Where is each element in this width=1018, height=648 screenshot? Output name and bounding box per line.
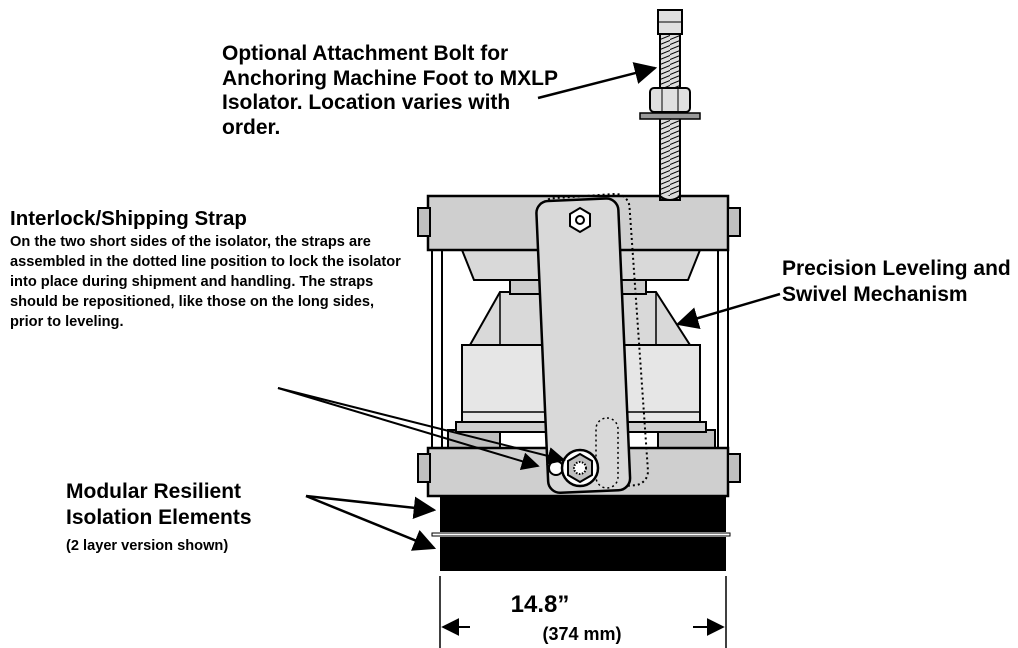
isolation-elements-sublabel: (2 layer version shown) — [66, 538, 229, 554]
attachment-bolt-washer — [639, 112, 701, 120]
nut-top-right — [727, 207, 741, 237]
nut-top-left — [417, 207, 431, 237]
bolt-leader-arrow — [537, 62, 658, 100]
isolation-pad-separator — [431, 532, 731, 537]
isolation-pad-top-layer — [440, 496, 726, 532]
isolation-pad-bottom-layer — [440, 537, 726, 571]
attachment-bolt-hex-nut — [649, 87, 691, 113]
strap-leader-arrow-2 — [277, 387, 566, 465]
nut-bottom-right — [727, 453, 741, 483]
isolation-elements-label: Modular Resilient Isolation Elements — [66, 480, 252, 529]
isolation-leader-arrow-2 — [305, 494, 437, 551]
leveling-leader-arrow — [675, 292, 781, 330]
leveling-mechanism-label: Precision Leveling and Swivel Mechanism — [782, 257, 1011, 306]
strap-title-label: Interlock/Shipping Strap — [10, 207, 247, 230]
dimension-mm: (374 mm) — [542, 624, 622, 644]
strap-leader-arrow-1 — [277, 387, 540, 470]
isolation-leader-arrow-1 — [305, 494, 437, 519]
dimension-inches: 14.8” — [510, 591, 570, 618]
interlock-strap — [535, 197, 632, 495]
nut-bottom-left — [417, 453, 431, 483]
attachment-bolt-label: Optional Attachment Bolt for Anchoring M… — [222, 42, 558, 139]
strap-description: On the two short sides of the isolator, … — [10, 234, 401, 331]
strap-slot — [595, 417, 619, 489]
